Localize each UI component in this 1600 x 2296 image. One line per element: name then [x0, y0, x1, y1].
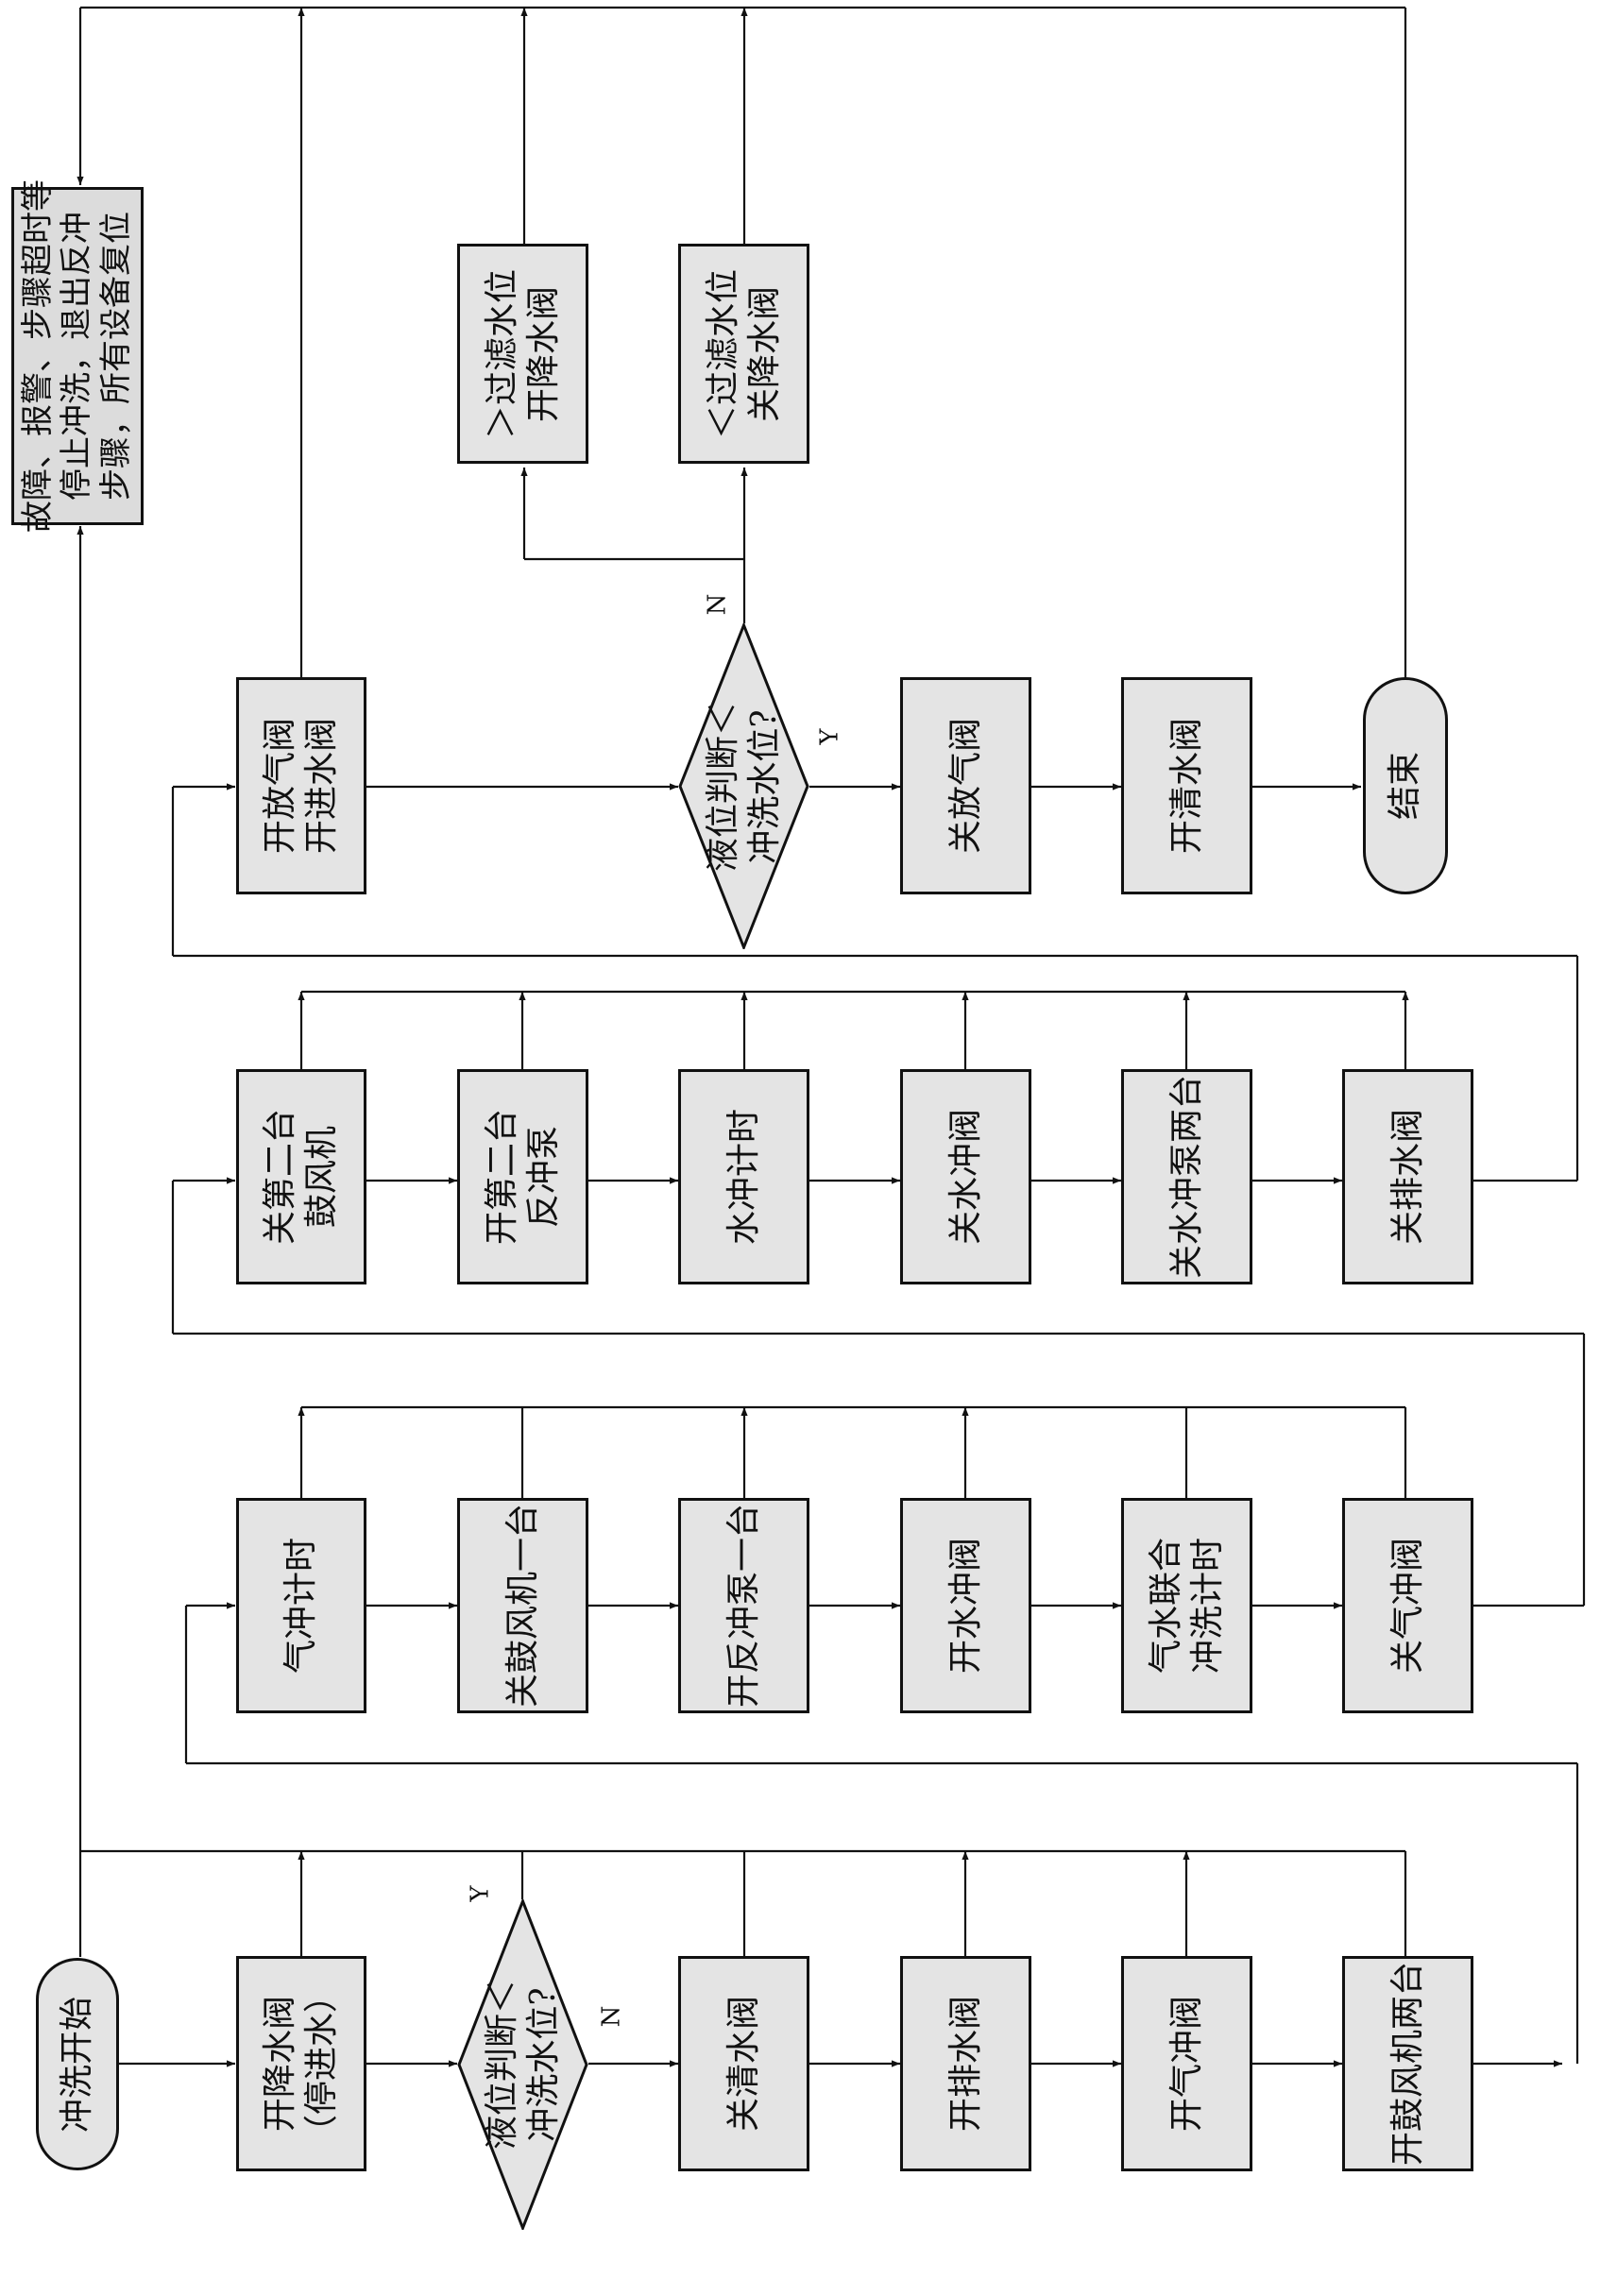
close-vent-valve-label: 关放气阀	[945, 717, 985, 855]
open-vent-inlet-label: 开放气阀 开进水阀	[261, 717, 341, 855]
level-decision-2: 液位判断＜ 冲洗水位?	[678, 623, 809, 949]
air-timer-label: 气冲计时	[281, 1537, 321, 1675]
open-drain-valve-label: 开排水阀	[945, 1995, 985, 2133]
above-filter-level-label: ＞过滤水位 开降水阀	[482, 268, 563, 439]
above-filter-level-box: ＞过滤水位 开降水阀	[457, 244, 588, 464]
open-blowers-box: 开鼓风机两台	[1342, 1956, 1473, 2171]
open-vent-inlet-box: 开放气阀 开进水阀	[236, 677, 366, 894]
close-pumps-box: 关水冲泵两台	[1121, 1069, 1252, 1284]
close-air-valve-box: 关气冲阀	[1342, 1498, 1473, 1713]
open-water-valve-label: 开水冲阀	[945, 1537, 985, 1675]
close-clear-valve-label: 关清水阀	[723, 1995, 763, 2133]
level-decision-2-label: 液位判断＜ 冲洗水位?	[703, 701, 784, 872]
close-water-valve-box: 关水冲阀	[900, 1069, 1031, 1284]
below-filter-level-box: ＜过滤水位 关降水阀	[678, 244, 809, 464]
below-filter-level-label: ＜过滤水位 关降水阀	[703, 268, 784, 439]
open-backwash-pump-label: 开反冲泵一台	[723, 1503, 763, 1709]
close-air-valve-label: 关气冲阀	[1387, 1537, 1427, 1675]
open-water-valve-box: 开水冲阀	[900, 1498, 1031, 1713]
close-blower-label: 关鼓风机一台	[502, 1503, 542, 1709]
level-decision-1-label: 液位判断＜ 冲洗水位?	[482, 1979, 563, 2151]
decision-2-yes-label: Y	[815, 728, 844, 745]
open-drop-valve-label: 开降水阀 （停进水）	[261, 1978, 341, 2150]
start-terminal: 冲洗开始	[36, 1958, 119, 2170]
level-decision-1: 液位判断＜ 冲洗水位?	[457, 1899, 588, 2230]
close-drain-valve-box: 关排水阀	[1342, 1069, 1473, 1284]
joint-wash-timer-label: 气水联合 冲洗计时	[1146, 1537, 1227, 1675]
open-air-valve-label: 开气冲阀	[1166, 1995, 1206, 2133]
open-second-pump-label: 开第二台 反冲泵	[482, 1108, 563, 1246]
close-second-blower-label: 关第二台 鼓风机	[261, 1108, 341, 1246]
close-drain-valve-label: 关排水阀	[1387, 1108, 1427, 1246]
decision-2-no-label: N	[703, 593, 732, 616]
open-air-valve-box: 开气冲阀	[1121, 1956, 1252, 2171]
alarm-label: 故障、报警、步骤超时等 停止冲洗，退出反冲 步骤，所有设备复位	[18, 179, 135, 533]
decision-1-no-label: N	[597, 2005, 626, 2028]
water-timer-label: 水冲计时	[723, 1108, 763, 1246]
close-clear-valve-box: 关清水阀	[678, 1956, 809, 2171]
open-drain-valve-box: 开排水阀	[900, 1956, 1031, 2171]
decision-1-yes-label: Y	[466, 1885, 495, 1902]
open-clear-valve-box: 开清水阀	[1121, 677, 1252, 894]
open-blowers-label: 开鼓风机两台	[1387, 1961, 1427, 2167]
start-label: 冲洗开始	[58, 1996, 97, 2133]
end-label: 结束	[1386, 751, 1425, 821]
close-water-valve-label: 关水冲阀	[945, 1108, 985, 1246]
open-clear-valve-label: 开清水阀	[1166, 717, 1206, 855]
open-drop-valve-box: 开降水阀 （停进水）	[236, 1956, 366, 2171]
air-timer-box: 气冲计时	[236, 1498, 366, 1713]
water-timer-box: 水冲计时	[678, 1069, 809, 1284]
joint-wash-timer-box: 气水联合 冲洗计时	[1121, 1498, 1252, 1713]
open-backwash-pump-box: 开反冲泵一台	[678, 1498, 809, 1713]
close-second-blower-box: 关第二台 鼓风机	[236, 1069, 366, 1284]
alarm-reset-box: 故障、报警、步骤超时等 停止冲洗，退出反冲 步骤，所有设备复位	[11, 179, 144, 533]
close-blower-box: 关鼓风机一台	[457, 1498, 588, 1713]
end-terminal: 结束	[1363, 677, 1448, 894]
close-pumps-label: 关水冲泵两台	[1166, 1074, 1206, 1280]
close-vent-valve-box: 关放气阀	[900, 677, 1031, 894]
open-second-pump-box: 开第二台 反冲泵	[457, 1069, 588, 1284]
